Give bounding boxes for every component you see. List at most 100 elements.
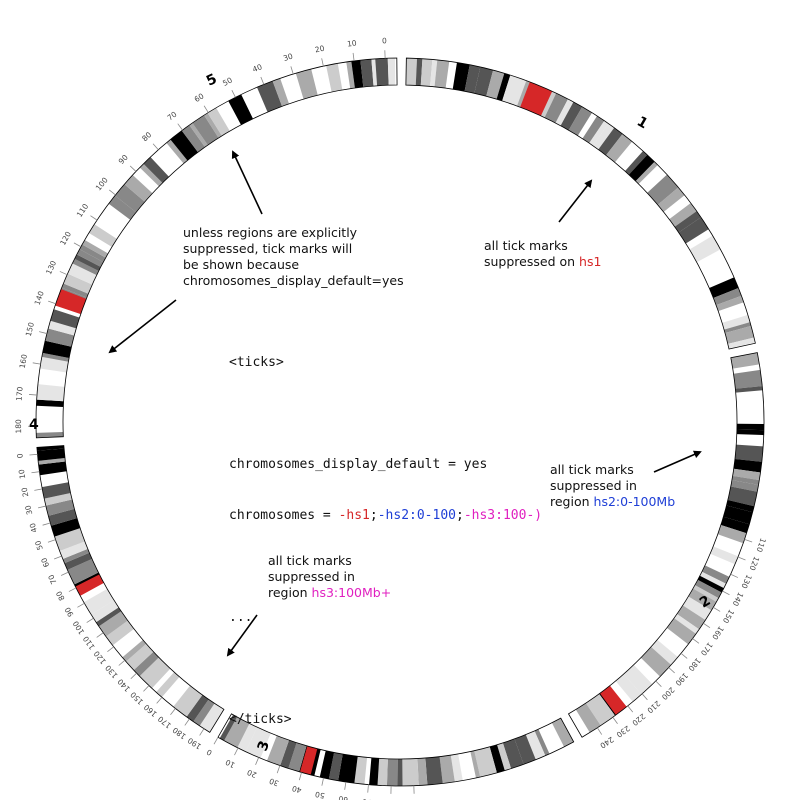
tick-mark xyxy=(597,727,603,735)
tick-label: 170 xyxy=(699,641,715,658)
cytoband xyxy=(72,258,99,276)
tick-mark xyxy=(692,638,700,644)
cytoband xyxy=(450,753,463,782)
tick-mark xyxy=(352,52,355,61)
cytoband xyxy=(544,93,568,124)
tick-label: 30 xyxy=(23,504,34,516)
cytoband xyxy=(701,565,730,584)
chromosome-outline xyxy=(405,57,756,350)
tick-label: 50 xyxy=(221,75,234,87)
cytoband xyxy=(697,575,724,593)
cytoband xyxy=(676,605,706,630)
cytoband xyxy=(50,309,80,329)
note-text: suppressed on xyxy=(484,254,580,269)
cytoband xyxy=(682,596,712,621)
cytoband xyxy=(125,643,154,671)
cytoband xyxy=(115,184,145,213)
code-display-default: chromosomes_display_default = yes xyxy=(229,457,488,472)
cytoband xyxy=(173,685,203,717)
cytoband xyxy=(122,639,147,662)
tick-label: 110 xyxy=(81,634,97,651)
cytoband xyxy=(575,703,601,733)
cytoband xyxy=(36,399,64,407)
ideogram-ring xyxy=(35,57,765,787)
cytoband xyxy=(417,758,428,786)
tick-label: 180 xyxy=(686,656,702,673)
cytoband xyxy=(722,314,751,330)
tick-label: 60 xyxy=(193,91,206,104)
cytoband xyxy=(108,195,137,220)
cytoband xyxy=(124,174,153,202)
cytoband xyxy=(39,356,69,373)
cytoband xyxy=(568,106,593,136)
tick-mark xyxy=(234,747,239,756)
chromosome-base xyxy=(405,58,756,350)
tick-mark xyxy=(152,143,159,151)
cytoband xyxy=(105,620,134,646)
cytoband xyxy=(288,742,307,772)
cytoband xyxy=(733,369,763,389)
cytoband xyxy=(45,499,75,516)
tick-mark xyxy=(108,189,116,196)
cytoband xyxy=(76,249,104,267)
cytoband xyxy=(598,127,623,156)
code-hs3: -hs3:100-) xyxy=(463,508,543,523)
cytoband xyxy=(723,505,753,525)
tick-label: 140 xyxy=(116,677,133,694)
tick-mark xyxy=(612,717,618,724)
cytoband xyxy=(36,445,65,451)
tick-label: 70 xyxy=(46,573,58,586)
tick-mark xyxy=(59,271,68,276)
tick-label: 140 xyxy=(33,290,46,307)
hs2-highlight: hs2:0-100Mb xyxy=(593,494,676,509)
cytoband xyxy=(181,125,205,153)
cytoband xyxy=(59,541,88,560)
tick-label: 70 xyxy=(362,797,373,800)
tick-label: 140 xyxy=(730,591,745,608)
tick-label: 60 xyxy=(338,794,349,800)
tick-label: 30 xyxy=(268,776,280,788)
tick-mark xyxy=(28,394,38,396)
cytoband-highlight xyxy=(599,685,627,716)
hs1-note: all tick marks suppressed on hs1 xyxy=(484,238,601,270)
cytoband xyxy=(44,492,73,506)
tick-mark xyxy=(722,590,730,596)
tick-label: 50 xyxy=(33,539,45,551)
cytoband xyxy=(727,486,758,507)
cytoband xyxy=(727,337,756,349)
cytoband xyxy=(709,277,739,298)
tick-mark xyxy=(54,555,62,560)
cytoband xyxy=(724,322,752,334)
cytoband xyxy=(224,717,250,748)
tick-label: 90 xyxy=(409,799,419,800)
tick-mark xyxy=(713,607,721,612)
cytoband xyxy=(280,740,297,769)
cytoband xyxy=(669,202,697,227)
cytoband xyxy=(48,320,77,336)
tick-mark xyxy=(31,471,40,474)
tick-label: 90 xyxy=(117,153,130,166)
cytoband xyxy=(470,750,481,778)
tick-mark xyxy=(231,89,236,98)
tick-mark xyxy=(730,573,739,578)
cytoband xyxy=(139,657,171,689)
cytoband xyxy=(326,63,343,93)
cytoband xyxy=(360,59,374,88)
cytoband xyxy=(736,429,764,436)
cytoband xyxy=(694,579,722,599)
cytoband xyxy=(170,130,198,161)
tick-label: 210 xyxy=(645,699,662,715)
cytoband xyxy=(623,664,653,695)
cytoband xyxy=(502,75,527,106)
note-line: region hs3:100Mb+ xyxy=(268,585,391,601)
tick-mark xyxy=(290,66,294,75)
hs3-note: all tick marks suppressed in region hs3:… xyxy=(268,553,391,601)
tick-mark xyxy=(321,777,324,786)
cytoband xyxy=(61,283,89,298)
tick-label: 160 xyxy=(710,624,726,641)
cytoband xyxy=(351,60,364,89)
tick-mark xyxy=(655,680,662,687)
cytoband xyxy=(474,746,497,778)
cytoband xyxy=(237,723,258,752)
